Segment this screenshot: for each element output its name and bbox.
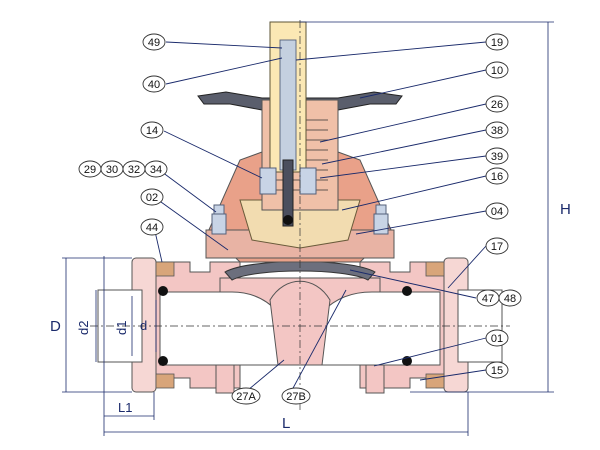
callout-49: 49 <box>142 33 166 51</box>
callout-19-label: 19 <box>491 37 503 49</box>
callout-14: 14 <box>140 121 164 139</box>
callout-16-label: 16 <box>491 171 503 183</box>
callout-49-label: 49 <box>148 37 160 49</box>
callout-15: 15 <box>485 361 509 379</box>
dim-d2-label: d2 <box>76 321 91 335</box>
callout-01: 01 <box>485 329 509 347</box>
callout-34-label: 34 <box>150 164 162 176</box>
dim-D-label: D <box>50 318 61 335</box>
callout-04-label: 04 <box>491 206 503 218</box>
callout-17: 17 <box>485 237 509 255</box>
callout-40-label: 40 <box>148 79 160 91</box>
callout-47-48: 47 48 <box>476 289 522 307</box>
dimension-lines <box>62 21 554 436</box>
callout-10: 10 <box>485 61 509 79</box>
callout-16: 16 <box>485 167 509 185</box>
callout-02-label: 02 <box>146 192 158 204</box>
callout-27A: 27A <box>231 387 261 405</box>
valve-body <box>97 257 503 394</box>
callout-47-label: 47 <box>482 293 494 305</box>
callout-17-label: 17 <box>491 241 503 253</box>
leader-lines <box>153 41 487 391</box>
dim-d1-label: d1 <box>114 321 129 335</box>
dim-d-label: d <box>140 318 147 333</box>
callout-15-label: 15 <box>491 365 503 377</box>
callout-02: 02 <box>140 188 164 206</box>
callout-30-label: 30 <box>106 164 118 176</box>
callout-32-label: 32 <box>128 164 140 176</box>
callout-38: 38 <box>485 121 509 139</box>
valve-stem-assembly <box>197 21 403 227</box>
callout-48-label: 48 <box>504 293 516 305</box>
callout-44: 44 <box>140 218 164 236</box>
callout-29-label: 29 <box>84 164 96 176</box>
callout-26-label: 26 <box>491 99 503 111</box>
callout-01-label: 01 <box>491 333 503 345</box>
dim-L-label: L <box>282 415 290 432</box>
callout-04: 04 <box>485 202 509 220</box>
callout-44-label: 44 <box>146 222 158 234</box>
dim-L1-label: L1 <box>118 400 132 415</box>
callout-27B: 27B <box>281 387 311 405</box>
callout-14-label: 14 <box>146 125 158 137</box>
callout-19: 19 <box>485 33 509 51</box>
callout-26: 26 <box>485 95 509 113</box>
callout-29-30-32-34: 29 30 32 34 <box>78 160 168 178</box>
callout-40: 40 <box>142 75 166 93</box>
callout-10-label: 10 <box>491 65 503 77</box>
callout-27B-label: 27B <box>286 391 306 403</box>
callout-39: 39 <box>485 147 509 165</box>
callout-27A-label: 27A <box>236 391 256 403</box>
callout-39-label: 39 <box>491 151 503 163</box>
callout-38-label: 38 <box>491 125 503 137</box>
dim-H-label: H <box>560 201 571 218</box>
